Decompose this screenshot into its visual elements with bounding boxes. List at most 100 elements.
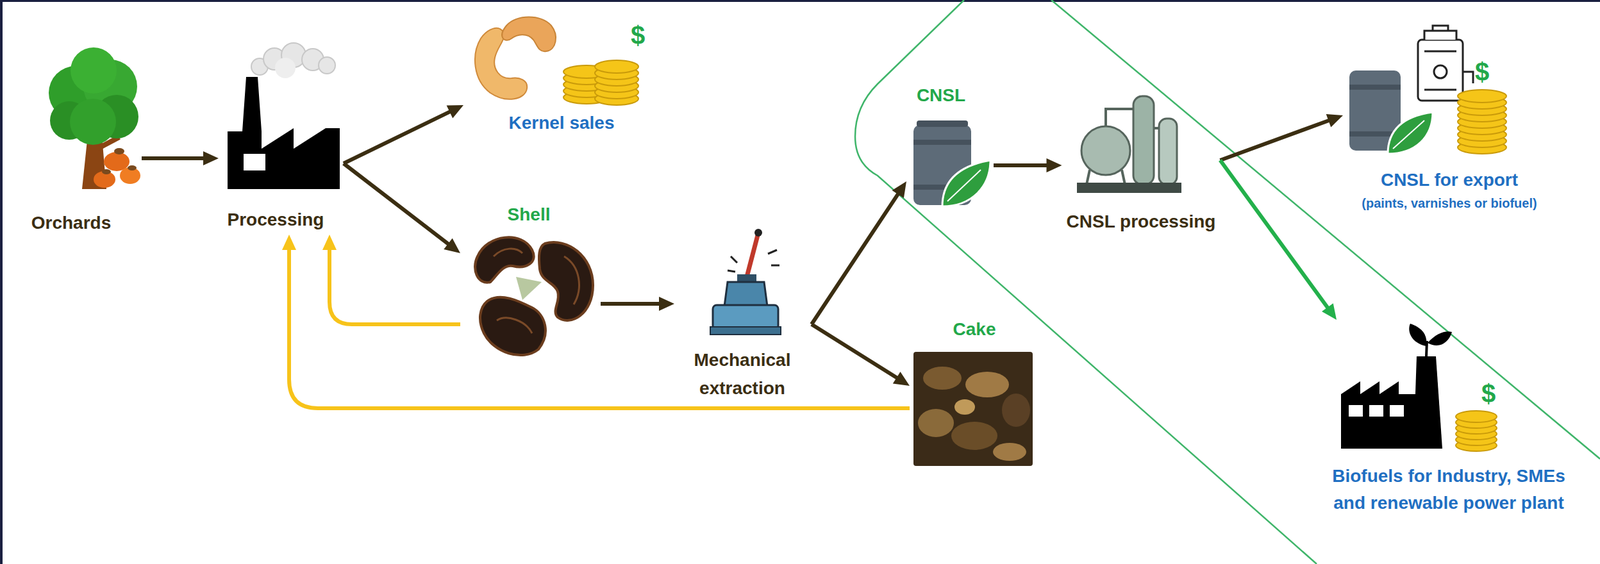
kernel-coins-icon — [475, 17, 639, 106]
shell-icon-part — [539, 242, 593, 321]
export-icon-part — [1457, 89, 1507, 103]
processing-node: Processing — [218, 55, 344, 235]
cake-icon-part — [923, 366, 962, 390]
biofuel-plant-icon — [1341, 323, 1497, 452]
shell-icon-part — [496, 317, 533, 334]
factory-icon-part — [318, 57, 336, 74]
refinery-icon-part — [1133, 96, 1154, 185]
flow-arrow — [343, 105, 464, 164]
oil-barrel-icon-part — [916, 120, 968, 127]
orchards-node: Orchards — [26, 52, 143, 238]
arrow-head — [443, 238, 461, 254]
refinery-icon-part — [1086, 169, 1125, 185]
node-label: CNSL for export — [1380, 169, 1520, 192]
arrow-line — [343, 163, 450, 245]
arrow-head — [1046, 158, 1063, 173]
node-label: Shell — [507, 203, 552, 226]
arrow-head — [1321, 303, 1337, 320]
arrow-head — [658, 296, 675, 311]
biofuel-plant-icon-part — [1348, 405, 1363, 417]
export-node: CNSL for export(paints, varnishes or bio… — [1342, 21, 1542, 215]
price-symbol: $ — [1475, 57, 1490, 86]
oil-barrel-icon-part — [913, 139, 972, 145]
export-icon-part — [1462, 71, 1474, 84]
node-label: Orchards — [30, 212, 113, 234]
export-icon-part — [1349, 84, 1401, 90]
export-icon-part — [1392, 120, 1425, 149]
shell-icon-part — [564, 256, 579, 305]
export-icon — [1349, 25, 1507, 154]
flow-arrow — [811, 181, 907, 325]
arrow-line — [329, 248, 461, 325]
flow-arrow — [322, 234, 461, 325]
node-label: Mechanical extraction — [678, 346, 807, 403]
tree-icon-part — [114, 148, 125, 155]
extraction-node: Mechanical extraction — [674, 225, 812, 407]
factory-icon — [227, 42, 340, 190]
value-chain-band — [855, 0, 1600, 564]
refinery-icon — [1076, 96, 1182, 193]
shell-icon-part — [516, 276, 542, 300]
arrow-head — [282, 234, 297, 250]
flow-arrow — [141, 151, 219, 166]
press-icon-part — [724, 282, 768, 307]
flow-arrow — [811, 324, 910, 386]
oil-barrel-icon — [913, 120, 991, 207]
biofuel-plant-icon-part — [1427, 331, 1452, 346]
export-icon-part — [1417, 39, 1463, 101]
cake-icon-part — [917, 408, 954, 438]
biofuels-node: Biofuels for Industry, SMEs and renewabl… — [1316, 319, 1583, 521]
kernel-coins-icon-part — [594, 60, 639, 74]
press-icon — [710, 228, 781, 335]
shell-node: Shell — [460, 200, 601, 361]
flow-arrow — [1220, 114, 1344, 161]
press-icon-part — [754, 228, 763, 237]
tree-icon-part — [101, 169, 111, 175]
press-icon-part — [710, 326, 781, 335]
cake-icon-part — [954, 399, 975, 415]
node-label: Cake — [952, 318, 997, 341]
export-icon-part — [1433, 65, 1447, 79]
arrow-head — [1326, 114, 1343, 128]
arrow-line — [811, 324, 898, 379]
arrow-line — [1220, 160, 1329, 309]
cnsl-node: CNSL — [906, 80, 994, 213]
arrow-line — [1220, 120, 1331, 161]
shell-icon — [475, 237, 593, 356]
arrow-head — [892, 181, 907, 199]
shell-icon-part — [475, 237, 534, 283]
cake-icon-part — [965, 371, 1009, 398]
biofuel-plant-icon-part — [1389, 405, 1404, 417]
arrow-head — [892, 371, 910, 386]
flow-arrow — [993, 158, 1063, 173]
oil-barrel-icon-part — [947, 169, 981, 202]
arrow-head — [203, 151, 219, 166]
biofuel-plant-icon-part — [1455, 410, 1497, 423]
tree-icon-part — [69, 98, 117, 145]
refinery-icon-part — [1105, 108, 1134, 127]
biofuel-plant-icon-part — [1341, 394, 1418, 449]
biofuel-plant-icon-part — [1369, 405, 1384, 417]
factory-icon-part — [227, 76, 340, 190]
cnsl-processing-node: CNSL processing — [1062, 85, 1221, 237]
oil-barrel-icon-part — [942, 160, 991, 207]
kernel-coins-icon-part — [501, 17, 556, 52]
value-chain-band-part — [1051, 0, 1600, 459]
shell-icon-part — [493, 248, 523, 257]
arrow-line — [600, 301, 661, 306]
cake-icon-part — [951, 421, 998, 450]
tree-icon-part — [70, 47, 117, 94]
price-symbol: $ — [1481, 379, 1496, 408]
node-label: Biofuels for Industry, SMEs and renewabl… — [1320, 462, 1577, 517]
refinery-icon-part — [1158, 118, 1177, 185]
biofuel-plant-icon-part — [1408, 323, 1427, 347]
page-frame-part — [0, 0, 1600, 2]
kernel-sales-node: Kernel sales — [463, 14, 647, 138]
tree-icon-part — [127, 165, 137, 171]
node-label: CNSL — [916, 84, 967, 107]
flow-arrow — [600, 296, 675, 311]
flow-arrow — [282, 234, 910, 409]
arrow-line — [993, 163, 1049, 168]
press-icon-part — [712, 305, 779, 330]
